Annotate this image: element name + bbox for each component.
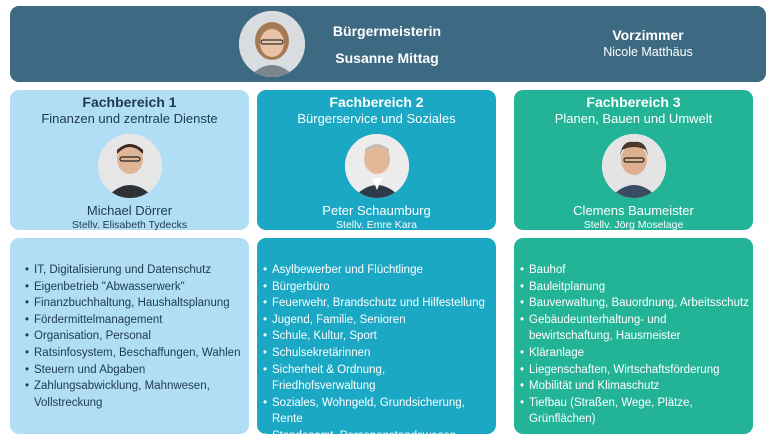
list-item: Sicherheit & Ordnung, Friedhofsverwaltun…: [263, 362, 490, 395]
leadership-header: Bürgermeisterin Susanne Mittag Vorzimmer…: [10, 6, 766, 82]
list-item: IT, Digitalisierung und Datenschutz: [25, 262, 241, 279]
department-tasks-1: IT, Digitalisierung und Datenschutz Eige…: [10, 238, 249, 434]
mayor-info: Bürgermeisterin Susanne Mittag: [312, 18, 462, 72]
list-item: Standesamt, Personenstandswesen: [263, 428, 490, 445]
list-item: Bürgerbüro: [263, 279, 490, 296]
list-item: Ratsinfosystem, Beschaffungen, Wahlen: [25, 345, 241, 362]
list-item: Soziales, Wohngeld, Grundsicherung, Rent…: [263, 395, 490, 428]
mayor-title: Bürgermeisterin: [332, 23, 442, 39]
list-item: Eigenbetrieb "Abwasserwerk": [25, 279, 241, 296]
person-portrait-icon: [344, 134, 409, 198]
head-photo: [601, 134, 666, 198]
office-info: Vorzimmer Nicole Matthäus: [578, 26, 718, 61]
head-name: Peter Schaumburg: [322, 203, 431, 218]
department-tasks-2: Asylbewerber und Flüchtlinge Bürgerbüro …: [257, 238, 496, 444]
list-item: Asylbewerber und Flüchtlinge: [263, 262, 490, 279]
mayor-portrait-icon: [239, 11, 305, 77]
department-card-3: Fachbereich 3 Planen, Bauen und Umwelt C…: [514, 90, 753, 231]
deputy-name: Stellv. Elisabeth Tydecks: [71, 219, 188, 231]
list-item: Schulsekretärinnen: [263, 345, 490, 362]
head-name: Michael Dörrer: [86, 203, 173, 218]
department-tasks-3: Bauhof Bauleitplanung Bauverwaltung, Bau…: [514, 238, 753, 434]
mayor-photo: [239, 11, 305, 77]
list-item: Mobilität und Klimaschutz: [520, 378, 749, 395]
mayor-name: Susanne Mittag: [335, 50, 439, 66]
list-item: Bauleitplanung: [520, 279, 749, 296]
department-title: Fachbereich 1: [82, 94, 177, 110]
department-card-2: Fachbereich 2 Bürgerservice und Soziales…: [257, 90, 496, 231]
office-title: Vorzimmer: [612, 27, 684, 43]
department-subtitle: Planen, Bauen und Umwelt: [554, 111, 713, 126]
list-item: Fördermittelmanagement: [25, 312, 241, 329]
list-item: Bauverwaltung, Bauordnung, Arbeitsschutz: [520, 295, 749, 312]
department-card-1: Fachbereich 1 Finanzen und zentrale Dien…: [10, 90, 249, 231]
deputy-name: Stellv. Jörg Moselage: [583, 219, 684, 231]
list-item: Jugend, Familie, Senioren: [263, 312, 490, 329]
list-item: Organisation, Personal: [25, 328, 241, 345]
department-subtitle: Finanzen und zentrale Dienste: [41, 111, 218, 126]
person-portrait-icon: [601, 134, 666, 198]
head-photo: [97, 134, 162, 198]
list-item: Liegenschaften, Wirtschaftsförderung: [520, 362, 749, 379]
list-item: Schule, Kultur, Sport: [263, 328, 490, 345]
list-item: Gebäudeunterhaltung- und bewirtschaftung…: [520, 312, 749, 345]
list-item: Finanzbuchhaltung, Haushaltsplanung: [25, 295, 241, 312]
department-title: Fachbereich 3: [586, 94, 681, 110]
list-item: Kläranlage: [520, 345, 749, 362]
department-title: Fachbereich 2: [329, 94, 424, 110]
list-item: Steuern und Abgaben: [25, 362, 241, 379]
head-photo: [344, 134, 409, 198]
list-item: Tiefbau (Straßen, Wege, Plätze, Grünfläc…: [520, 395, 749, 428]
person-portrait-icon: [97, 134, 162, 198]
department-subtitle: Bürgerservice und Soziales: [297, 111, 456, 126]
list-item: Feuerwehr, Brandschutz und Hilfestellung: [263, 295, 490, 312]
list-item: Bauhof: [520, 262, 749, 279]
head-name: Clemens Baumeister: [573, 203, 694, 218]
deputy-name: Stellv. Emre Kara: [336, 219, 417, 231]
office-name: Nicole Matthäus: [603, 45, 693, 59]
list-item: Zahlungsabwicklung, Mahnwesen, Vollstrec…: [25, 378, 241, 411]
